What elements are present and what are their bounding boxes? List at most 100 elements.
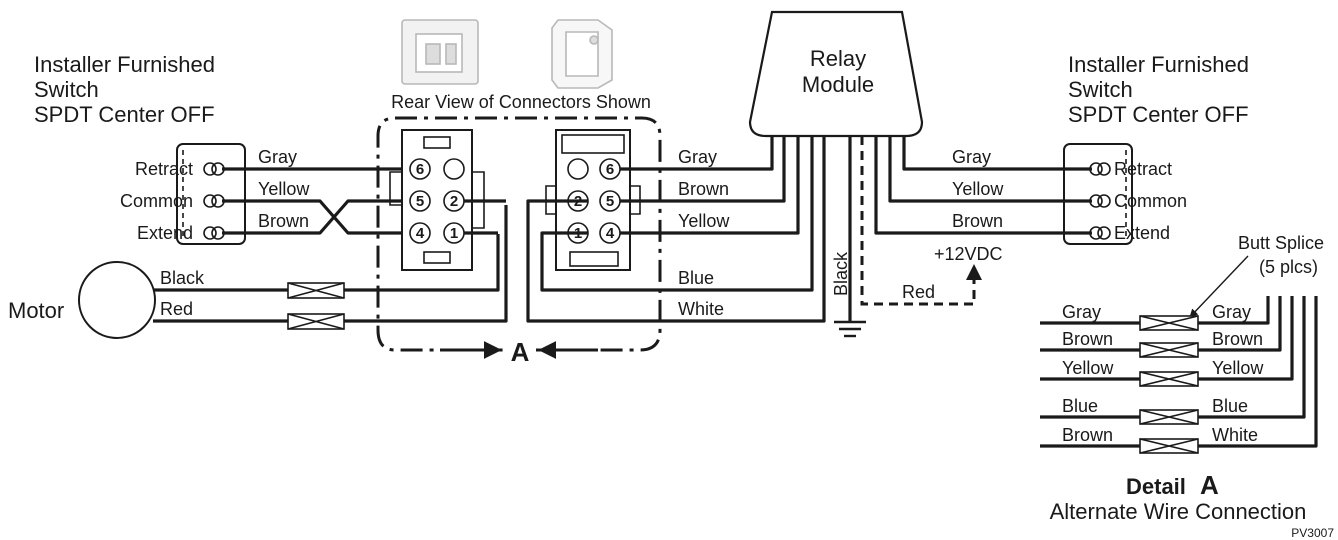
detail-row-5: Brown White	[1040, 296, 1318, 454]
connectors-area: Rear View of Connectors Shown 6 5 2 4 1	[376, 19, 662, 367]
right-switch-body	[1063, 143, 1133, 245]
svg-text:5: 5	[606, 193, 614, 210]
connectors-dashed-outline	[376, 116, 662, 352]
relay-right-wires: Gray Yellow Brown	[874, 136, 1092, 235]
svg-text:6: 6	[606, 161, 614, 178]
detail-row-1: Gray Gray	[1040, 296, 1270, 331]
butt-splice-label-line2: (5 plcs)	[1259, 257, 1318, 277]
left-switch-terminal-common	[203, 194, 225, 208]
wire-red-power	[860, 136, 976, 306]
right-pin-6: 6	[599, 158, 621, 180]
left-switch-title-line3: SPDT Center OFF	[34, 102, 215, 127]
left-switch-terminal-extend	[203, 226, 225, 240]
detail-row-1-right: Gray	[1212, 302, 1251, 322]
svg-text:2: 2	[450, 193, 458, 210]
left-pin-2: 2	[443, 190, 465, 212]
wire-blue-relay	[540, 136, 814, 292]
svg-text:4: 4	[606, 225, 615, 242]
left-switch-wires: Gray Yellow Brown	[222, 147, 410, 235]
connectors-caption: Rear View of Connectors Shown	[391, 92, 651, 112]
wire-brown-left	[222, 199, 410, 235]
wire-label-red-motor: Red	[160, 299, 193, 319]
detail-subtitle: Alternate Wire Connection	[1050, 499, 1307, 524]
detail-row-5-left: Brown	[1062, 425, 1113, 445]
detail-row-2-right: Brown	[1212, 329, 1263, 349]
left-terminal-label-retract: Retract	[135, 159, 193, 179]
wire-red-motor	[153, 205, 508, 323]
relay-left-wires: Gray Brown Yellow Blue White	[526, 136, 826, 323]
right-pin-5: 5	[599, 190, 621, 212]
left-switch-title-line1: Installer Furnished	[34, 52, 215, 77]
motor: Motor Black Red	[8, 205, 508, 339]
relay-label-line2: Module	[802, 72, 874, 97]
right-terminal-label-extend: Extend	[1114, 223, 1170, 243]
wire-label-blue-relay: Blue	[678, 268, 714, 288]
relay-module: Relay Module	[748, 10, 924, 138]
power-feed: Red +12VDC	[860, 136, 1003, 306]
relay-label-line1: Relay	[810, 46, 866, 71]
right-switch: Installer Furnished Switch SPDT Center O…	[1063, 52, 1249, 245]
wire-yellow-left	[222, 199, 410, 235]
right-switch-terminal-retract	[1089, 162, 1111, 176]
right-switch-title-line2: Switch	[1068, 77, 1133, 102]
detail-row-5-right: White	[1212, 425, 1258, 445]
wire-yellow-relay	[620, 136, 800, 235]
svg-text:5: 5	[416, 193, 424, 210]
detail-row-4-left: Blue	[1062, 396, 1098, 416]
motor-symbol	[78, 261, 156, 339]
butt-splice-leader	[1189, 255, 1249, 318]
wire-label-gray-relay: Gray	[678, 147, 717, 167]
wire-gray-right	[902, 136, 1092, 171]
left-pin-1: 1	[443, 222, 465, 244]
wire-label-black-ground: Black	[831, 251, 851, 296]
wire-label-black-motor: Black	[160, 268, 205, 288]
left-switch-body	[176, 143, 246, 245]
svg-text:1: 1	[450, 225, 458, 242]
left-switch-terminal-retract	[203, 162, 225, 176]
right-pin-4: 4	[599, 222, 621, 244]
wire-brown-right	[874, 136, 1092, 235]
left-switch: Installer Furnished Switch SPDT Center O…	[34, 52, 246, 245]
wire-yellow-right	[888, 136, 1092, 203]
right-switch-title-line3: SPDT Center OFF	[1068, 102, 1249, 127]
left-pin-4: 4	[409, 222, 431, 244]
wire-label-brown-left: Brown	[258, 211, 309, 231]
wire-label-red-power: Red	[902, 282, 935, 302]
svg-text:6: 6	[416, 161, 424, 178]
wire-label-white-relay: White	[678, 299, 724, 319]
left-terminal-label-extend: Extend	[137, 223, 193, 243]
detail-row-4-right: Blue	[1212, 396, 1248, 416]
ground: Black	[831, 136, 866, 338]
detail-row-1-left: Gray	[1062, 302, 1101, 322]
wire-white-relay	[526, 136, 826, 323]
detail-row-3: Yellow Yellow	[1040, 296, 1294, 387]
detail-row-3-right: Yellow	[1212, 358, 1264, 378]
inline-splice-black	[287, 282, 345, 299]
wire-label-brown-relay: Brown	[678, 179, 729, 199]
wire-label-yellow-relay: Yellow	[678, 211, 730, 231]
power-label: +12VDC	[934, 244, 1003, 264]
detail-row-4: Blue Blue	[1040, 296, 1306, 425]
detail-a: Butt Splice (5 plcs) Gray Gray Brown Bro…	[1040, 233, 1334, 540]
svg-text:4: 4	[416, 225, 425, 242]
butt-splice-label-line1: Butt Splice	[1238, 233, 1324, 253]
wire-label-gray-left: Gray	[258, 147, 297, 167]
detail-title-word: Detail	[1126, 474, 1186, 499]
detail-row-2-left: Brown	[1062, 329, 1113, 349]
part-number: PV3007	[1291, 526, 1334, 540]
connector-illustration-left	[401, 19, 479, 85]
left-switch-title-line2: Switch	[34, 77, 99, 102]
left-terminal-label-common: Common	[120, 191, 193, 211]
connector-illustration-right	[551, 19, 613, 89]
left-pin-5: 5	[409, 190, 431, 212]
detail-row-3-left: Yellow	[1062, 358, 1114, 378]
wire-label-yellow-left: Yellow	[258, 179, 310, 199]
right-switch-terminal-extend	[1089, 226, 1111, 240]
detail-row-2: Brown Brown	[1040, 296, 1282, 358]
wire-black-motor	[153, 234, 500, 292]
motor-label: Motor	[8, 298, 64, 323]
wire-brown-relay	[620, 136, 786, 203]
left-pin-6: 6	[409, 158, 431, 180]
detail-title-letter: A	[1200, 470, 1219, 500]
